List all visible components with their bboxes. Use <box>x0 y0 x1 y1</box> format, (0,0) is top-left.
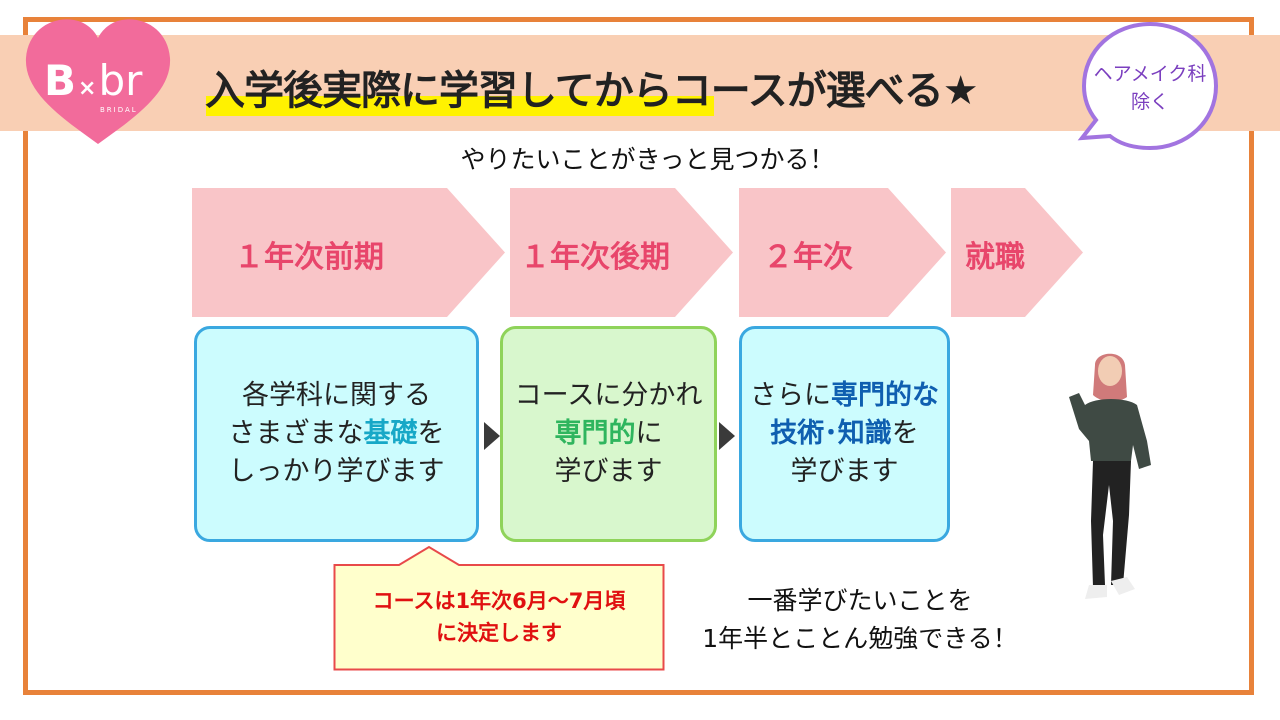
box-basics: 各学科に関する さまざまな基礎を しっかり学びます <box>194 326 479 542</box>
box-line: しっかり学びます <box>229 453 445 491</box>
box-specialized: コースに分かれ 専門的に 学びます <box>500 326 717 542</box>
step-first-term: １年次前期 <box>192 188 505 317</box>
step-label: ２年次 <box>763 232 853 276</box>
bubble-line-1: ヘアメイク科 <box>1082 60 1218 88</box>
note-line-1: コースは1年次6月～7月頃 <box>333 585 665 617</box>
subtitle: やりたいことがきっと見つかる！ <box>0 140 1280 176</box>
student-photo <box>1055 345 1170 615</box>
box-line: 各学科に関する <box>229 377 445 415</box>
logo-b: B <box>44 56 76 105</box>
box-line: コースに分かれ <box>515 377 703 415</box>
box-text: さまざまな <box>229 418 364 449</box>
summary-line-1: 一番学びたいことを <box>660 582 1060 620</box>
course-note-callout: コースは1年次6月～7月頃 に決定します <box>333 545 665 671</box>
note-line-2: に決定します <box>333 617 665 649</box>
step-label: １年次後期 <box>520 232 670 276</box>
person-illustration <box>1055 345 1170 615</box>
summary-text: 一番学びたいことを 1年半とことん勉強できる！ <box>660 582 1060 658</box>
box-text: を <box>418 418 445 449</box>
page-title: 入学後実際に学習してからコースが選べる★ <box>205 58 978 116</box>
box-text: さらに <box>750 380 831 411</box>
box-text: を <box>892 418 919 449</box>
step-label: １年次前期 <box>234 232 384 276</box>
logo-subtext: BRIDAL <box>100 106 138 114</box>
summary-line-2: 1年半とことん勉強できる！ <box>660 620 1060 658</box>
logo-br: br <box>98 56 142 105</box>
brand-logo: B×br BRIDAL <box>22 14 174 146</box>
box-advanced: さらに専門的な 技術･知識を 学びます <box>739 326 950 542</box>
highlight-basics: 基礎 <box>364 418 418 449</box>
arrow-right-icon <box>719 422 735 450</box>
box-line: 学びます <box>750 453 939 491</box>
arrow-right-icon <box>484 422 500 450</box>
highlight-advanced: 専門的な <box>831 380 939 411</box>
box-text: に <box>636 418 663 449</box>
logo-x: × <box>78 76 96 101</box>
step-label: 就職 <box>965 232 1025 276</box>
highlight-specialized: 専門的 <box>555 418 636 449</box>
highlight-skills: 技術･知識 <box>770 418 892 449</box>
speech-bubble: ヘアメイク科 除く <box>1074 20 1224 155</box>
box-line: 学びます <box>515 453 703 491</box>
bubble-line-2: 除く <box>1082 88 1218 116</box>
